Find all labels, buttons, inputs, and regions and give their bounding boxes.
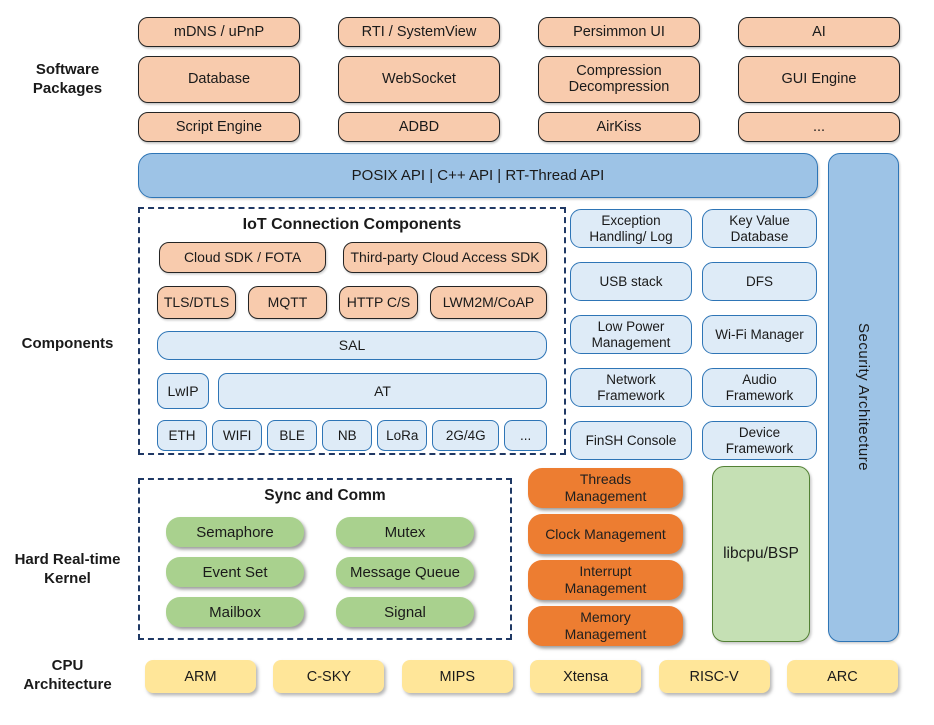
pkg-ai: AI [738,17,900,48]
iot-lwip: LwIP [157,373,209,409]
kernel-semaphore: Semaphore [166,517,304,547]
iot-eth: ETH [157,420,208,451]
api-bar: POSIX API | C++ API | RT-Thread API [138,153,818,198]
pkg-compression: Compression Decompression [538,56,700,103]
kernel-signal: Signal [336,597,474,627]
kernel-memory-management: Memory Management [528,606,683,646]
kernel-management-column: Threads Management Clock Management Inte… [528,468,683,646]
pkg-websocket: WebSocket [338,56,500,103]
pkg-database: Database [138,56,300,103]
pkg-rti-systemview: RTI / SystemView [338,17,500,48]
kernel-mutex: Mutex [336,517,474,547]
kernel-message-queue: Message Queue [336,557,474,587]
comp-device-framework: Device Framework [702,421,817,460]
components-grid: Exception Handling/ Log Key Value Databa… [570,209,817,460]
cpu-architecture-row: ARM C-SKY MIPS Xtensa RISC-V ARC [145,660,898,693]
cpu-c-sky: C-SKY [273,660,385,693]
comp-low-power-management: Low Power Management [570,315,692,354]
iot-connection-components-box: IoT Connection Components Cloud SDK / FO… [138,207,566,455]
security-architecture-bar: Security Architecture [828,153,899,642]
sync-and-comm-grid: Semaphore Mutex Event Set Message Queue … [166,517,474,627]
iot-more: ... [504,420,548,451]
sync-and-comm-title: Sync and Comm [264,487,386,504]
iot-title: IoT Connection Components [242,216,462,233]
iot-2g4g: 2G/4G [432,420,500,451]
section-label-hard-real-time-kernel: Hard Real-time Kernel [14,551,121,587]
comp-exception-handling-log: Exception Handling/ Log [570,209,692,248]
comp-wifi-manager: Wi-Fi Manager [702,315,817,354]
cpu-mips: MIPS [401,660,513,693]
iot-nb: NB [322,420,373,451]
iot-lwm2m-coap: LWM2M/CoAP [430,286,547,319]
security-architecture-label: Security Architecture [855,323,872,472]
section-label-software-packages: Software Packages [32,61,103,97]
iot-at: AT [218,373,547,409]
kernel-clock-management: Clock Management [528,514,683,554]
iot-ble: BLE [267,420,318,451]
iot-sal: SAL [157,331,547,360]
kernel-mailbox: Mailbox [166,597,304,627]
pkg-airkiss: AirKiss [538,111,700,142]
section-label-cpu-architecture: CPU Architecture [23,657,112,693]
iot-tls-dtls: TLS/DTLS [157,286,236,319]
comp-dfs: DFS [702,262,817,301]
iot-mqtt: MQTT [248,286,327,319]
iot-sdk-row: Cloud SDK / FOTA Third-party Cloud Acces… [159,242,547,273]
iot-stack-row: LwIP AT [157,373,547,409]
software-packages-grid: mDNS / uPnP RTI / SystemView Persimmon U… [138,17,900,142]
iot-cloud-sdk-fota: Cloud SDK / FOTA [159,242,327,273]
sync-and-comm-box: Sync and Comm Semaphore Mutex Event Set … [138,478,512,640]
cpu-arm: ARM [145,660,256,693]
comp-usb-stack: USB stack [570,262,692,301]
pkg-gui-engine: GUI Engine [738,56,900,103]
cpu-arc: ARC [786,660,898,693]
cpu-risc-v: RISC-V [658,660,770,693]
iot-http-cs: HTTP C/S [339,286,418,319]
iot-wifi: WIFI [212,420,263,451]
pkg-mdns-upnp: mDNS / uPnP [138,17,300,48]
cpu-xtensa: Xtensa [530,660,642,693]
comp-audio-framework: Audio Framework [702,368,817,407]
pkg-adbd: ADBD [338,111,500,142]
iot-third-party-cloud-sdk: Third-party Cloud Access SDK [343,242,547,273]
section-label-components: Components [21,335,114,352]
pkg-script-engine: Script Engine [138,111,300,142]
kernel-event-set: Event Set [166,557,304,587]
kernel-interrupt-management: Interrupt Management [528,560,683,600]
pkg-persimmon-ui: Persimmon UI [538,17,700,48]
comp-network-framework: Network Framework [570,368,692,407]
kernel-threads-management: Threads Management [528,468,683,508]
pkg-more: ... [738,111,900,142]
comp-finsh-console: FinSH Console [570,421,692,460]
libcpu-bsp-box: libcpu/BSP [712,466,810,642]
iot-lora: LoRa [377,420,428,451]
iot-protocol-row: TLS/DTLS MQTT HTTP C/S LWM2M/CoAP [157,286,547,319]
iot-bearer-row: ETH WIFI BLE NB LoRa 2G/4G ... [157,420,548,451]
comp-key-value-database: Key Value Database [702,209,817,248]
